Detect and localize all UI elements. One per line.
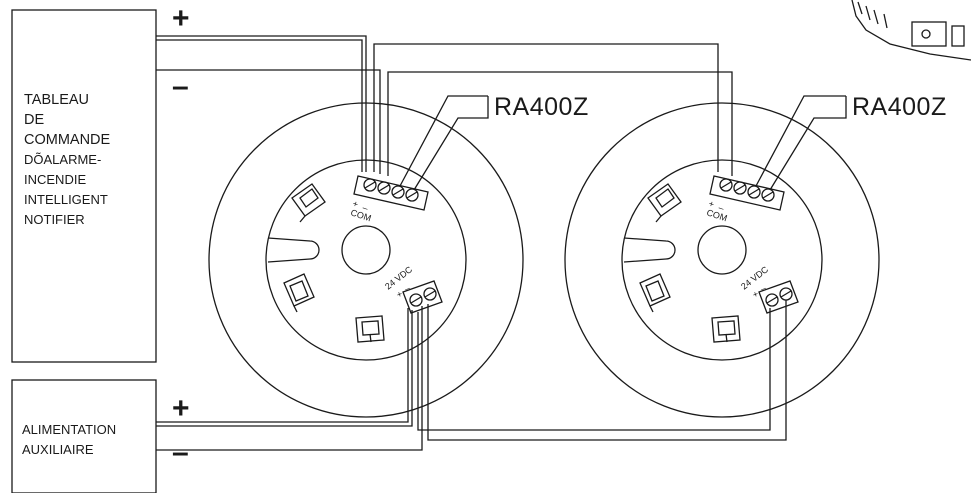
base-1-com-label: COM: [349, 207, 372, 223]
base-1-ra400z-leads: [399, 95, 489, 191]
base-2-tab-left: [639, 273, 671, 313]
base-2-tab-bottom: [711, 315, 741, 343]
panel-line: COMMANDE: [24, 132, 111, 148]
base-2-com-label: COM: [705, 207, 728, 223]
base-2-outer-ring: [564, 102, 880, 418]
base-2-center-hole: [697, 225, 747, 275]
base-1-com-terminal-block: [353, 175, 429, 211]
base-1-tab-bottom: [355, 315, 385, 343]
base-1-tab-top: [291, 183, 326, 223]
aux-power-box: [11, 379, 157, 493]
panel-line: NOTIFIER: [24, 212, 85, 227]
base-2-ra400z-leads: [755, 95, 847, 191]
base-2-tab-top: [647, 183, 682, 223]
detector-base-2: [564, 102, 880, 418]
loop-plus-wire: [156, 35, 719, 172]
base-2-vdc-label: 24 VDC: [739, 264, 770, 292]
aux-line: ALIMENTATION: [22, 422, 117, 437]
panel-line: DÕALARME-: [24, 152, 102, 167]
base-1-vdc-terminal-block: [402, 280, 443, 314]
base-2-mount-plate: [621, 159, 823, 361]
aux-line: AUXILIAIRE: [22, 442, 94, 457]
panel-line: INTELLIGENT: [24, 192, 108, 207]
base-1-com-plus-label: +: [351, 198, 359, 209]
base-2-com-plus-label: +: [707, 198, 715, 209]
base-2-com-minus-label: –: [717, 202, 725, 213]
panel-plus-sign: +: [172, 2, 190, 35]
control-panel-label: TABLEAU DE COMMANDE DÕALARME- INCENDIE I…: [24, 90, 110, 230]
base-2-com-terminal-block: [709, 175, 785, 211]
base-1-model-label: RA400Z: [494, 93, 589, 121]
loop-minus-wire: [156, 69, 733, 176]
base-1-vdc-minus-label: –: [403, 283, 411, 294]
control-panel-box: [11, 9, 157, 363]
base-1-slot: [267, 237, 320, 263]
panel-line: INCENDIE: [24, 172, 87, 187]
aux-plus-sign: +: [172, 392, 190, 425]
base-1-com-minus-label: –: [361, 202, 369, 213]
base-2-model-label: RA400Z: [852, 93, 947, 121]
base-2-slot: [623, 237, 676, 263]
base-2-vdc-plus-label: +: [751, 289, 759, 300]
aux-power-label: ALIMENTATION AUXILIAIRE: [22, 420, 116, 460]
device-cutaway-corner: [851, 0, 971, 61]
base-1-vdc-plus-label: +: [395, 289, 403, 300]
base-1-center-hole: [341, 225, 391, 275]
panel-line: TABLEAU: [24, 92, 90, 108]
aux-minus-sign: –: [172, 436, 189, 469]
panel-line: DE: [24, 112, 45, 128]
vdc-plus-wire: [156, 308, 771, 431]
base-1-vdc-label: 24 VDC: [383, 264, 414, 292]
panel-minus-sign: –: [172, 70, 189, 103]
base-2-vdc-minus-label: –: [759, 283, 767, 294]
vdc-minus-wire: [156, 300, 787, 451]
base-1-tab-left: [283, 273, 315, 313]
